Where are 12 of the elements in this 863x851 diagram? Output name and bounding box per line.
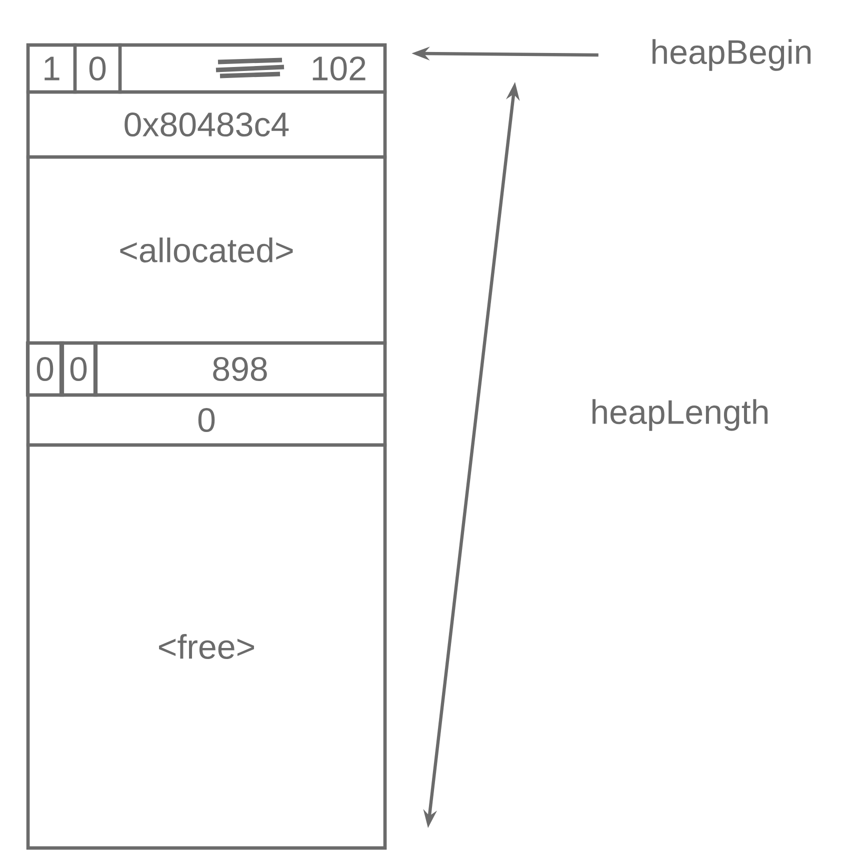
memory-cell: <allocated> [26,155,387,345]
memory-cell: 0x80483c4 [26,90,387,159]
dimension-label: heapLength [592,399,768,431]
memory-cell: 1 [26,43,77,94]
memory-cell: 898 [93,341,387,397]
memory-cell: 0 [26,341,64,397]
memory-cell: 0 [59,341,98,397]
memory-cell: <free> [26,443,387,850]
memory-cell: 0 [73,43,122,94]
memory-cell: 0 [26,393,387,447]
text-label: heapBegin [652,39,811,71]
memory-cell: 102 [118,43,387,94]
